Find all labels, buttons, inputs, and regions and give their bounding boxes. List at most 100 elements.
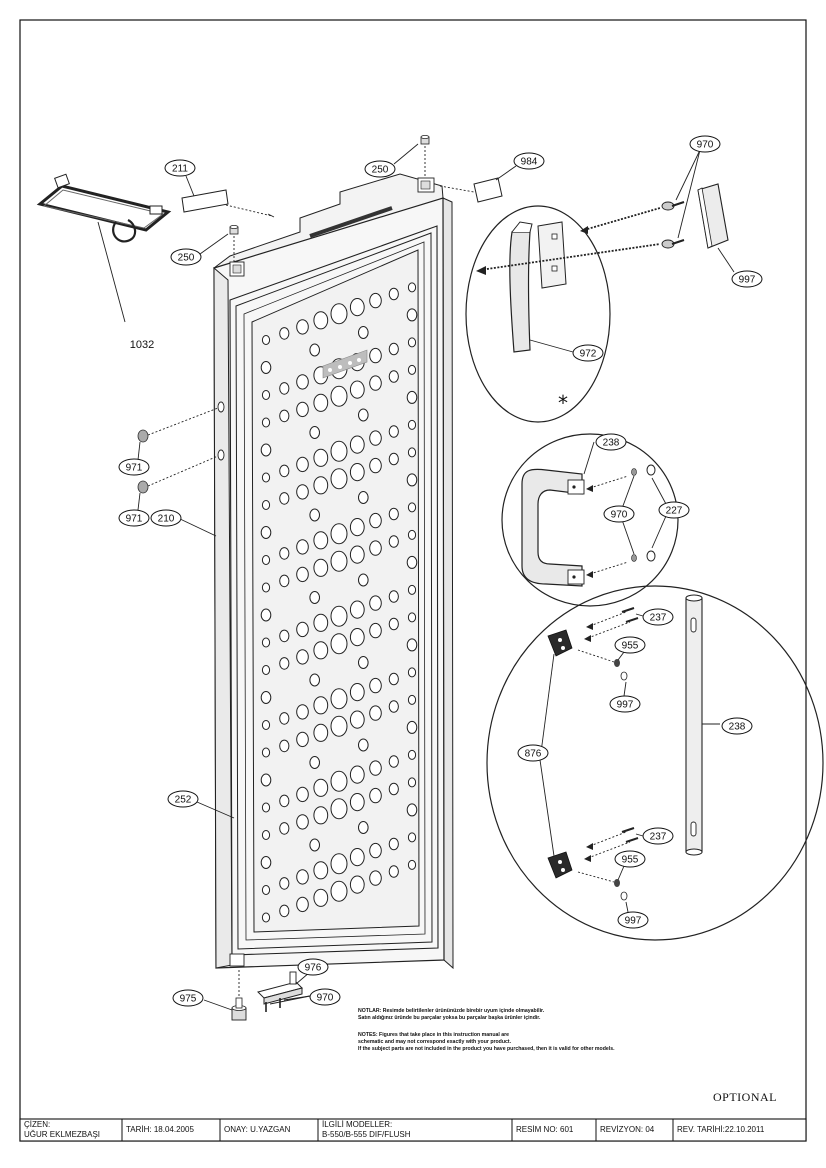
panel-dimple	[406, 803, 418, 817]
panel-dimple	[388, 617, 399, 631]
svg-text:NOTLAR: Resimde belirtilenler: NOTLAR: Resimde belirtilenler ürününüzde…	[358, 1008, 545, 1014]
panel-dimple	[369, 292, 382, 309]
panel-dimple	[349, 545, 365, 564]
panel-dimple	[330, 523, 348, 545]
panel-dimple	[313, 311, 329, 330]
panel-dimple	[407, 859, 417, 870]
panel-dimple	[369, 760, 382, 776]
part-250-cap-right	[420, 135, 430, 145]
svg-text:If the subject parts are not i: If the subject parts are not included in…	[358, 1046, 615, 1052]
panel-dimple	[407, 282, 417, 293]
panel-dimple	[296, 786, 309, 803]
panel-dimple	[313, 393, 329, 412]
svg-text:NOTES: Figures that take place: NOTES: Figures that take place in this i…	[358, 1032, 509, 1038]
panel-dimple	[388, 452, 399, 466]
panel-dimple	[279, 877, 290, 890]
callout-971-lower: 971	[118, 509, 150, 527]
panel-dimple	[407, 529, 417, 540]
panel-dimple	[313, 806, 329, 825]
panel-dimple	[369, 842, 382, 859]
panel-dimple	[349, 298, 365, 317]
callout-984: 984	[513, 152, 545, 170]
callout-971-upper: 971	[118, 458, 150, 476]
panel-dimple	[388, 370, 399, 383]
panel-dimple	[296, 401, 309, 418]
panel-dimple	[313, 476, 329, 495]
panel-dimple	[369, 375, 382, 391]
notes-block: NOTLAR: Resimde belirtilenler ürününüzde…	[358, 1008, 615, 1052]
panel-dimple	[260, 526, 272, 539]
panel-dimple	[261, 830, 271, 840]
panel-dimple	[407, 832, 417, 843]
panel-dimple	[388, 287, 399, 301]
svg-text:955: 955	[622, 641, 639, 652]
panel-dimple	[388, 342, 399, 356]
svg-text:schematic and may not correspo: schematic and may not correspond exactly…	[358, 1039, 512, 1045]
panel-dimple	[309, 591, 321, 604]
panel-dimple	[369, 457, 382, 474]
panel-dimple	[349, 793, 365, 812]
panel-dimple	[261, 665, 271, 675]
part-876-brackets	[547, 629, 573, 879]
panel-dimple	[260, 773, 272, 787]
panel-dimple	[261, 912, 271, 923]
panel-dimple	[309, 508, 321, 522]
panel-dimple	[313, 778, 329, 797]
panel-dimple	[369, 347, 382, 364]
panel-dimple	[296, 731, 309, 748]
panel-dimple	[296, 814, 309, 830]
panel-dimple	[261, 637, 271, 648]
panel-dimple	[296, 704, 309, 720]
title-revision: REVİZYON: 04	[600, 1125, 655, 1134]
callout-976: 976	[297, 958, 329, 976]
svg-text:250: 250	[178, 253, 195, 264]
panel-dimple	[296, 566, 309, 583]
panel-dimple	[349, 518, 365, 537]
panel-dimple	[330, 385, 348, 407]
svg-text:970: 970	[611, 510, 628, 521]
callout-237-upper: 237	[642, 608, 674, 626]
callout-layer: 211 250 250 984 970 997 972 1032 971 971…	[118, 135, 763, 1007]
panel-dimple	[349, 600, 365, 619]
panel-dimple	[349, 380, 365, 399]
panel-dimple	[349, 710, 365, 729]
callout-955-lower: 955	[614, 850, 646, 868]
panel-dimple	[358, 491, 369, 504]
panel-dimple	[313, 861, 329, 880]
panel-dimple	[313, 558, 329, 577]
optional-star-mark: *	[558, 391, 568, 415]
panel-dimple	[388, 507, 399, 521]
panel-dimple	[349, 875, 365, 894]
svg-text:997: 997	[739, 275, 756, 286]
svg-text:984: 984	[521, 157, 538, 168]
panel-dimple	[349, 435, 365, 454]
panel-dimple	[279, 904, 290, 918]
panel-dimple	[261, 885, 271, 895]
panel-dimple	[406, 390, 418, 404]
panel-dimple	[261, 500, 271, 510]
part-238-handle	[521, 468, 585, 587]
title-approval: ONAY: U.YAZGAN	[224, 1125, 291, 1134]
panel-dimple	[330, 605, 348, 627]
svg-text:876: 876	[525, 749, 542, 760]
callout-970-bottom: 970	[309, 988, 341, 1006]
panel-dimple	[296, 539, 309, 555]
part-976-bottom-hinge-plate	[257, 971, 303, 1005]
panel-dimple	[296, 319, 309, 335]
panel-dimple	[369, 705, 382, 721]
panel-dimple	[330, 550, 348, 572]
panel-dimple	[279, 574, 290, 588]
panel-dimple	[388, 837, 399, 851]
callout-997-top: 997	[731, 270, 763, 288]
panel-dimple	[407, 584, 417, 595]
panel-dimple	[388, 672, 399, 686]
panel-dimple	[406, 720, 418, 734]
callout-237-lower: 237	[642, 827, 674, 845]
callout-955-upper: 955	[614, 636, 646, 654]
panel-dimples	[260, 282, 418, 923]
callout-972: 972	[572, 344, 604, 362]
panel-dimple	[349, 463, 365, 482]
svg-text:972: 972	[580, 349, 597, 360]
svg-text:238: 238	[729, 722, 746, 733]
svg-text:997: 997	[617, 700, 634, 711]
